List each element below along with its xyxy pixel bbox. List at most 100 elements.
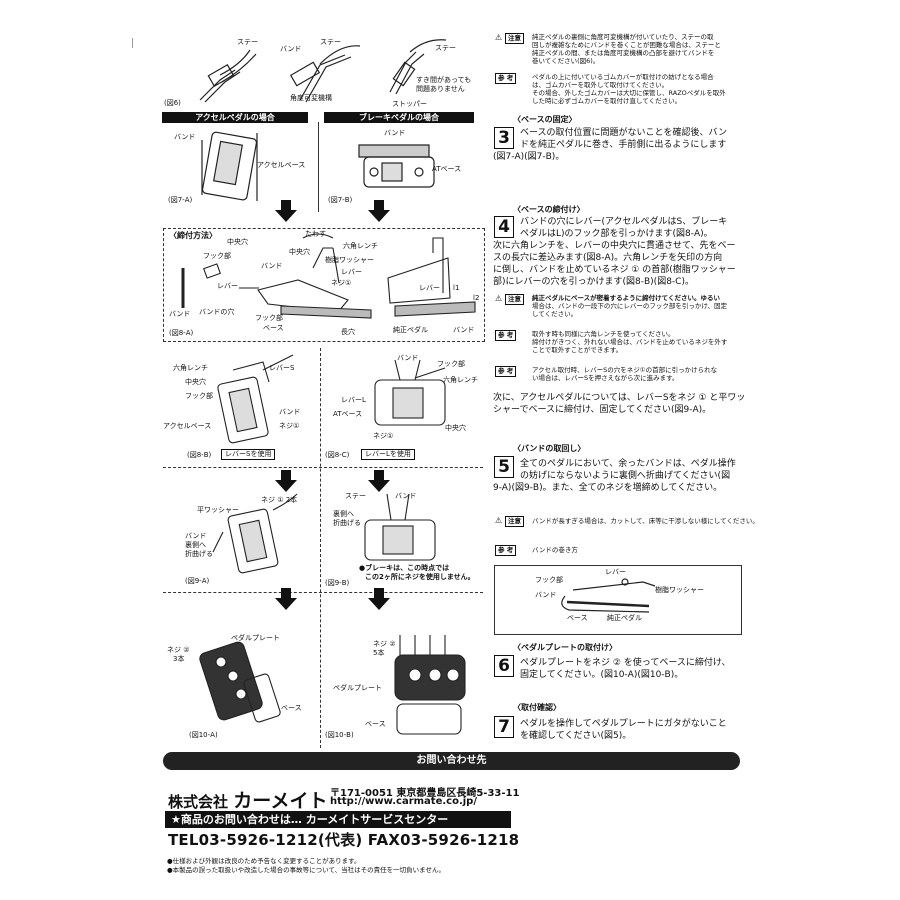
fig7a-illustration: [201, 131, 258, 201]
band-wrap-illustration: [561, 578, 656, 613]
fig8b-lever-s-label: レバーS: [269, 364, 295, 372]
caution-icon: ⚠: [495, 33, 503, 42]
fig10a-plate-label: ペダルプレート: [231, 634, 280, 642]
fig6-gap-label-2: 問題ありません: [416, 85, 465, 93]
fig9b-note-1: ●ブレーキは、この時点では: [359, 564, 450, 572]
company-url[interactable]: http://www.carmate.co.jp/: [330, 796, 477, 807]
fig8a-oem-label: 純正ペダル: [393, 326, 428, 334]
caution-badge-step4: 注意: [505, 294, 524, 305]
company-address: 〒171-0051 東京都豊島区長崎5-33-11: [330, 788, 520, 799]
fig9b-stay-label: ステー: [345, 492, 366, 500]
fig8a-center-hole-label: 中央穴: [227, 238, 248, 246]
fig8a-lever-label-3: レバー: [419, 284, 440, 292]
fig8c-hook-label: フック部: [437, 360, 465, 368]
caution-icon-step4: ⚠: [495, 294, 503, 303]
step7-text: ペダルを操作してペダルプレートにガタがないことを確認してください(図5)。: [520, 719, 727, 741]
reference-badge-top: 参 考: [495, 73, 517, 84]
fig8a-illustration: [181, 233, 476, 319]
fig8a-band-label-3: バンド: [453, 326, 475, 334]
caution-text-step5: バンドが長すぎる場合は、カットして、床等に干渉しない様にしてください。: [532, 517, 759, 525]
fig10b-plate-label: ペダルプレート: [333, 684, 382, 692]
fig10b-illustration: [394, 635, 466, 735]
band-wrap-resin-label: 樹脂ワッシャー: [655, 586, 704, 594]
fig8a-slack-label: たわす: [305, 230, 326, 238]
phone-fax: TEL03-5926-1212(代表) FAX03-5926-1218: [168, 831, 520, 849]
fig7-brake-header: ブレーキペダルの場合: [324, 112, 474, 123]
band-wrap-box: レバー フック部 バンド 樹脂ワッシャー ベース 純正ペダル: [494, 565, 742, 635]
fig8a-caption: (図8-A): [169, 329, 194, 337]
fig8a-resin-label: 樹脂ワッシャー: [325, 256, 374, 264]
fig8c-lever-l-label: レバーL: [341, 396, 366, 404]
company-prefix: 株式会社: [168, 793, 229, 811]
step6-text: ペダルプレートをネジ ② を使ってベースに締付け、固定してください。(図10-A…: [520, 658, 731, 680]
fig8c-center-label: 中央穴: [445, 424, 466, 432]
fig7a-band-label: バンド: [174, 133, 196, 141]
fig8a-band-hole-label: バンドの穴: [199, 308, 235, 316]
fig8a-box: [163, 228, 485, 342]
down-arrow-8b: [275, 470, 297, 492]
reference-text-step4-2: アクセル取付時、レバーSの穴をネジ①の首部に引っかけられない場合は、レバーSを押…: [532, 366, 718, 382]
fig8c-screw-label: ネジ①: [373, 432, 394, 440]
fig7-accel-header: アクセルペダルの場合: [162, 112, 308, 123]
step4-after-text: 次に、アクセルペダルについては、レバーSをネジ ① と平ワッシャーでベースに締付…: [493, 393, 746, 415]
step5-text: 全てのペダルにおいて、余ったバンドは、ペダル操作の妨げにならないように裏側へ折曲…: [493, 459, 736, 493]
fig6-caption: (図6): [164, 99, 181, 107]
fig10b-screw-label: ネジ ②: [373, 640, 396, 648]
step4-title: 〈ベースの締付け〉: [513, 205, 585, 214]
reference-text-step4-1: 取外す時も同様に六角レンチを使ってください。締付けがきつく、外れない場合は、バン…: [532, 330, 728, 354]
step4-text: バンドの穴にレバー(アクセルペダルはS、ブレーキペダルはL)のフック部を引っかけ…: [493, 217, 736, 287]
fig9b-fold-label-2: 折曲げる: [333, 519, 361, 527]
down-arrow-8c: [368, 470, 390, 492]
fig10a-screw-label: ネジ ②: [167, 646, 190, 654]
step5-number: 5: [494, 456, 514, 478]
reference-text-top: ペダルの上に付いているゴムカバーが取付けの妨げとなる場合は、ゴムカバーを取外して…: [532, 73, 726, 105]
fig8c-at-base-label: ATベース: [333, 410, 363, 418]
fig9a-fold-label-1: 裏側へ: [185, 541, 206, 549]
company-brand: カーメイト: [233, 790, 328, 812]
fig8a-lever-label: レバー: [217, 282, 238, 290]
fig9a-band-label: バンド: [185, 532, 207, 540]
fig7b-caption: (図7-B): [328, 196, 353, 204]
fig6-illustration: [199, 39, 447, 103]
step7-number: 7: [494, 716, 514, 738]
fig8a-long-hole-label: 長穴: [341, 328, 355, 336]
step7-title: 〈取付確認〉: [513, 703, 561, 712]
row-divider-2: [163, 592, 483, 593]
contact-bar: お問い合わせ先: [163, 752, 740, 770]
caution-text-top: 純正ペダルの裏側に角度可変機構が付いていたり、ステーの取回しが複雑なためにバンド…: [532, 33, 721, 65]
down-arrow-9a: [275, 588, 297, 610]
column-divider: [320, 348, 321, 748]
band-wrap-oem-label: 純正ペダル: [607, 614, 642, 622]
fig7-divider: [318, 122, 319, 212]
fig9b-illustration: [364, 493, 436, 561]
fig7b-band-label: バンド: [384, 129, 406, 137]
fig8a-center-hole-label-2: 中央穴: [289, 248, 310, 256]
fig10a-illustration: [199, 641, 281, 723]
fig9a-screw-label: ネジ ① 2本: [261, 496, 298, 504]
reference-text-step5: バンドの巻き方: [532, 546, 578, 554]
fig8b-hook-label: フック部: [185, 392, 213, 400]
band-wrap-hook-label: フック部: [535, 576, 563, 584]
band-wrap-base-label: ベース: [567, 614, 588, 622]
fig8a-base-label: ベース: [263, 324, 284, 332]
caution-badge-step5: 注意: [505, 516, 524, 527]
fig9a-washer-label: 平ワッシャー: [197, 506, 239, 514]
figure-6: ステー バンド ステー 角度可変機構 ステー すき間があっても 問題ありません …: [160, 30, 490, 110]
step6-number: 6: [494, 655, 514, 677]
fig8c-band-label: バンド: [397, 354, 419, 362]
down-arrow-9b: [368, 588, 390, 610]
fig8b-screw-label: ネジ①: [279, 422, 300, 430]
figure-8c: バンド フック部 六角レンチ レバーL ATベース 中央穴 ネジ① (図8-C)…: [325, 350, 483, 462]
fig8c-hex-label: 六角レンチ: [443, 376, 478, 384]
step3-title: 〈ベースの固定〉: [513, 115, 577, 124]
fig8c-illustration: [374, 359, 446, 426]
fig8b-caption: (図8-B): [187, 451, 212, 459]
figure-8b: 六角レンチ レバーS 中央穴 フック部 バンド アクセルベース ネジ① (図8-…: [163, 350, 318, 462]
step6-title: 〈ペダルプレートの取付け〉: [513, 643, 617, 652]
reference-badge-step4-2: 参 考: [495, 366, 517, 377]
fig8a-band-label: バンド: [169, 310, 191, 318]
down-arrow-7a: [275, 200, 297, 222]
fig8a-screw-label: ネジ①: [331, 279, 352, 287]
fig8a-lever-label-2: レバー: [341, 268, 362, 276]
fig8c-lever-tag: レバーLを使用: [361, 449, 415, 460]
